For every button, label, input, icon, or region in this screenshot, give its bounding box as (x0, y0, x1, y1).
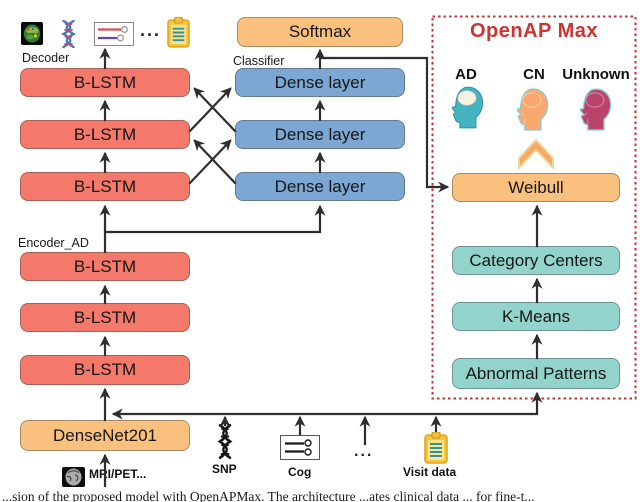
abnormal-patterns-block: Abnormal Patterns (452, 358, 620, 389)
cog-label: Cog (288, 465, 312, 479)
encoder-blstm-3: B-LSTM (20, 355, 190, 385)
dense-layer-2: Dense layer (235, 120, 405, 149)
head-ad-icon (451, 86, 484, 129)
clipboard-visit-icon (424, 432, 448, 464)
openap-title: OpenAP Max (470, 20, 598, 42)
sliders-icon (94, 22, 134, 46)
head-cn-icon (516, 88, 549, 131)
category-label-ad: AD (455, 66, 477, 83)
kmeans-block: K-Means (452, 302, 620, 331)
sliders-cog-icon (280, 435, 320, 460)
chevron-up-icon (518, 139, 554, 169)
dense-layer-1: Dense layer (235, 68, 405, 97)
brain-mri-icon (21, 22, 43, 45)
softmax-block: Softmax (237, 17, 403, 47)
mri-grayscale-icon (62, 467, 85, 487)
bottom-ellipsis: ... (354, 443, 374, 460)
figure-caption: ...sion of the proposed model with OpenA… (2, 489, 535, 502)
decoder-label: Decoder (22, 51, 70, 65)
densenet-block: DenseNet201 (20, 420, 190, 451)
encoder-label: Encoder_AD (18, 236, 89, 250)
decoder-blstm-3: B-LSTM (20, 172, 190, 201)
visit-data-label: Visit data (403, 465, 457, 479)
snp-label: SNP (212, 462, 237, 476)
category-centers-block: Category Centers (452, 246, 620, 275)
encoder-blstm-1: B-LSTM (20, 252, 190, 281)
head-unknown-icon (579, 88, 612, 131)
category-label-cn: CN (523, 66, 545, 83)
top-ellipsis: ... (140, 20, 162, 40)
dna-icon (61, 20, 76, 48)
decoder-blstm-2: B-LSTM (20, 120, 190, 149)
encoder-blstm-2: B-LSTM (20, 303, 190, 332)
dna-snp-icon (217, 424, 233, 459)
clipboard-icon (167, 17, 190, 48)
category-label-unknown: Unknown (562, 66, 630, 83)
decoder-blstm-1: B-LSTM (20, 68, 190, 97)
dense-layer-3: Dense layer (235, 172, 405, 201)
mri-pet-label: MRI/PET... (89, 467, 147, 481)
classifier-label: Classifier (233, 54, 285, 68)
weibull-block: Weibull (452, 173, 620, 202)
